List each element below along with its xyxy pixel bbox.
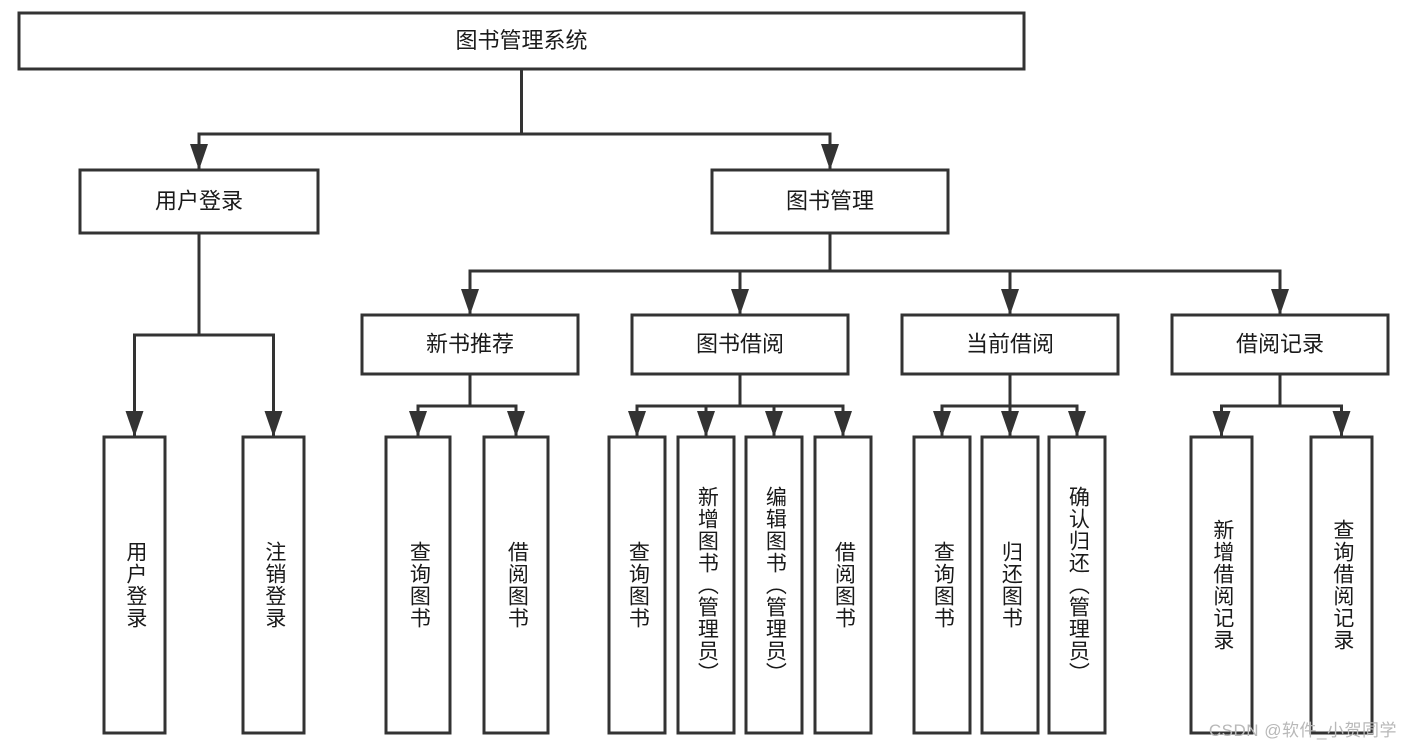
- node-box-root[interactable]: [17, 11, 1026, 71]
- node-label: 用户登录: [155, 188, 243, 213]
- connector-group: [125, 67, 1351, 439]
- leaf-box-leaf-borrow-book-rec[interactable]: [482, 435, 550, 735]
- leaf-box-leaf-edit-book[interactable]: [744, 435, 804, 735]
- node-label: 借阅记录: [1236, 331, 1324, 356]
- leaf-box-leaf-add-record[interactable]: [1189, 435, 1254, 735]
- leaf-box-leaf-add-book[interactable]: [676, 435, 736, 735]
- node-box-new-book-recommend[interactable]: [360, 313, 580, 376]
- node-box-user-login[interactable]: [78, 168, 320, 235]
- node-box-group: [17, 11, 1390, 735]
- leaf-box-leaf-user-login[interactable]: [102, 435, 167, 735]
- node-box-book-borrow[interactable]: [630, 313, 850, 376]
- node-label: 当前借阅: [966, 331, 1054, 356]
- node-label: 图书管理系统: [455, 28, 587, 53]
- leaf-box-leaf-query-book-current[interactable]: [912, 435, 972, 735]
- leaf-box-leaf-logout[interactable]: [241, 435, 306, 735]
- node-box-borrow-record[interactable]: [1170, 313, 1390, 376]
- node-box-book-manage[interactable]: [710, 168, 950, 235]
- node-label: 新书推荐: [426, 331, 514, 356]
- leaf-box-leaf-query-record[interactable]: [1309, 435, 1374, 735]
- node-box-current-borrow[interactable]: [900, 313, 1120, 376]
- leaf-box-leaf-confirm-return[interactable]: [1047, 435, 1107, 735]
- leaf-box-leaf-return-book[interactable]: [980, 435, 1040, 735]
- watermark: CSDN @软件_小贺同学: [1208, 721, 1397, 740]
- leaf-box-leaf-borrow-book[interactable]: [813, 435, 873, 735]
- node-label: 图书管理: [786, 188, 874, 213]
- leaf-box-leaf-query-book-borrow[interactable]: [607, 435, 667, 735]
- leaf-box-leaf-query-book-rec[interactable]: [384, 435, 452, 735]
- node-label: 图书借阅: [696, 331, 784, 356]
